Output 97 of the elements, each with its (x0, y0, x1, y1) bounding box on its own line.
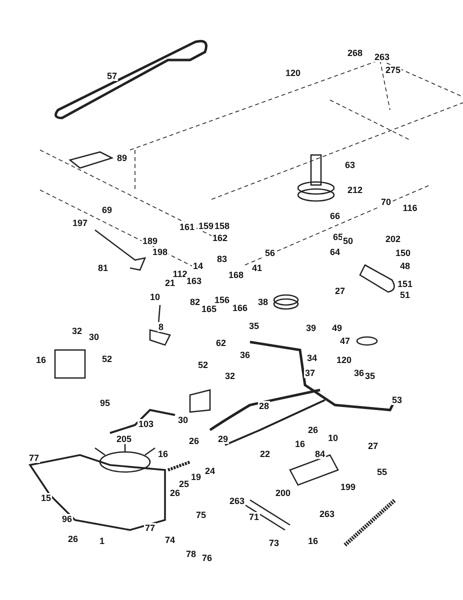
callout-number: 168 (227, 270, 245, 280)
callout-number: 84 (314, 449, 326, 459)
callout-number: 64 (329, 247, 341, 257)
callout-number: 69 (101, 205, 113, 215)
callout-number: 26 (307, 425, 319, 435)
callout-number: 212 (346, 185, 364, 195)
callout-number: 76 (201, 553, 213, 563)
callout-number: 162 (211, 233, 229, 243)
callout-number: 16 (307, 536, 319, 546)
callout-number: 52 (101, 354, 113, 364)
callout-number: 1 (98, 536, 106, 546)
callout-number: 26 (169, 488, 181, 498)
callout-number: 200 (274, 488, 292, 498)
callout-number: 27 (367, 441, 379, 451)
callout-number: 83 (216, 254, 228, 264)
callout-number: 36 (239, 350, 251, 360)
callout-number: 163 (185, 276, 203, 286)
callout-number: 120 (335, 355, 353, 365)
callout-number: 34 (306, 353, 318, 363)
callout-number: 15 (40, 493, 52, 503)
callout-number: 268 (346, 48, 364, 58)
callout-number: 159 (197, 221, 215, 231)
callout-number: 275 (384, 65, 402, 75)
callout-number: 35 (248, 321, 260, 331)
callout-number: 156 (213, 295, 231, 305)
callout-number: 14 (192, 261, 204, 271)
callout-number: 19 (190, 472, 202, 482)
callout-number: 95 (99, 398, 111, 408)
callout-number: 41 (251, 263, 263, 273)
callout-number: 16 (157, 449, 169, 459)
callout-number: 39 (305, 323, 317, 333)
callout-number: 10 (149, 292, 161, 302)
callout-number: 82 (189, 297, 201, 307)
callout-number: 48 (399, 261, 411, 271)
callout-number: 8 (158, 322, 164, 332)
callout-number: 73 (268, 538, 280, 548)
callout-number: 75 (195, 510, 207, 520)
callout-number: 263 (373, 52, 391, 62)
callout-number: 16 (35, 355, 47, 365)
callout-number: 74 (164, 535, 176, 545)
callout-number: 78 (185, 549, 197, 559)
callout-number: 263 (228, 496, 246, 506)
callout-number: 77 (28, 453, 40, 463)
callout-number: 205 (115, 434, 133, 444)
callout-number: 37 (304, 368, 316, 378)
callout-number: 38 (257, 297, 269, 307)
callout-number: 16 (294, 439, 306, 449)
callout-number: 81 (97, 263, 109, 273)
callout-number: 28 (258, 401, 270, 411)
callout-number: 166 (231, 303, 249, 313)
callout-number: 57 (106, 71, 118, 81)
callout-number: 165 (200, 304, 218, 314)
callout-number: 62 (215, 338, 227, 348)
callout-number: 63 (344, 160, 356, 170)
callout-number: 197 (71, 218, 89, 228)
callout-number: 50 (342, 236, 354, 246)
callout-number: 35 (364, 371, 376, 381)
callout-number: 199 (339, 482, 357, 492)
callout-number: 71 (248, 512, 260, 522)
callout-number: 53 (391, 395, 403, 405)
callout-number: 27 (334, 286, 346, 296)
callout-number: 151 (396, 279, 414, 289)
callout-number: 116 (402, 203, 418, 213)
callout-number: 120 (284, 68, 302, 78)
callout-number: 29 (217, 434, 229, 444)
callout-number: 30 (88, 332, 100, 342)
callout-number: 198 (151, 247, 169, 257)
callout-number: 32 (71, 326, 83, 336)
callout-number: 66 (329, 211, 341, 221)
callout-number: 189 (141, 236, 159, 246)
callout-number: 32 (224, 371, 236, 381)
callout-number: 77 (144, 523, 156, 533)
callout-number: 202 (384, 234, 402, 244)
callout-number: 21 (164, 278, 176, 288)
callout-number: 36 (353, 368, 365, 378)
callout-number: 70 (380, 197, 392, 207)
callout-number: 103 (137, 419, 155, 429)
callout-number: 89 (116, 153, 128, 163)
callout-number: 30 (177, 415, 189, 425)
callout-number: 24 (204, 466, 216, 476)
callout-number: 26 (188, 436, 200, 446)
callout-number: 51 (399, 290, 411, 300)
callout-number: 158 (213, 221, 231, 231)
callout-number: 161 (178, 222, 196, 232)
callout-number: 10 (327, 433, 339, 443)
callout-number: 150 (394, 248, 412, 258)
callout-number: 96 (61, 514, 73, 524)
callout-number: 52 (197, 360, 209, 370)
callout-number: 25 (178, 479, 190, 489)
callout-number: 263 (318, 509, 336, 519)
callout-number: 26 (67, 534, 79, 544)
callout-number: 56 (264, 248, 276, 258)
callout-number: 47 (339, 336, 351, 346)
callout-number: 55 (376, 467, 388, 477)
callout-number: 22 (259, 449, 271, 459)
callout-number: 112 (172, 269, 188, 279)
callout-number: 49 (331, 323, 343, 333)
